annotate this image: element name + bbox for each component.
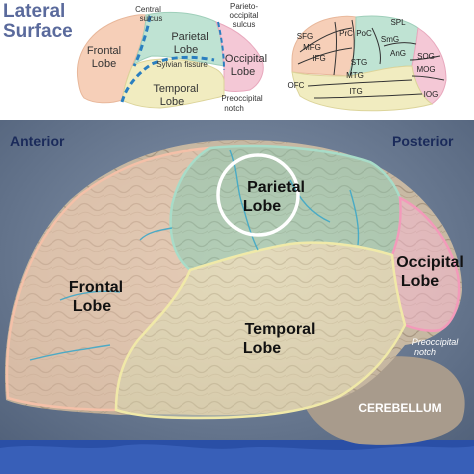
gyri-frontal-region xyxy=(291,15,357,77)
label-mog: MOG xyxy=(416,65,435,74)
label-mfg: MFG xyxy=(303,43,321,52)
label-posterior: Posterior xyxy=(392,133,454,149)
parietal-highlight-circle xyxy=(216,153,300,237)
photo-label-occipital-2: Lobe xyxy=(401,273,439,290)
lobe-diagram: Frontal Lobe Parietal Lobe Occipital Lob… xyxy=(76,2,267,113)
label-spl: SPL xyxy=(390,18,406,27)
label-parietal: Parietal xyxy=(171,31,208,43)
photo-label-cerebellum: CEREBELLUM xyxy=(358,401,441,415)
photo-label-temporal-2: Lobe xyxy=(243,340,281,357)
sylvian-fissure-line xyxy=(120,55,215,103)
parieto-occipital-sulcus-line xyxy=(217,21,225,71)
label-ofc: OFC xyxy=(288,81,305,90)
label-smg: SmG xyxy=(381,35,399,44)
label-anterior: Anterior xyxy=(10,133,65,149)
photo-label-parietal-2: Lobe xyxy=(243,198,281,215)
photo-label-occipital: Occipital xyxy=(396,254,464,271)
page-title: Lateral Surface xyxy=(3,2,73,42)
label-prc: PrC xyxy=(339,29,353,38)
label-temporal: Temporal xyxy=(153,83,198,95)
photo-label-parietal: Parietal xyxy=(247,179,305,196)
label-ang: AnG xyxy=(390,49,406,58)
label-mtg: MTG xyxy=(346,71,364,80)
temporal-lobe-overlay xyxy=(114,241,407,420)
photo-label-preoccipital-2: notch xyxy=(414,347,436,357)
sulci-lines xyxy=(29,149,360,361)
brain-photo: Anterior Posterior Frontal Lobe Parietal… xyxy=(0,120,474,474)
label-sog: SOG xyxy=(417,52,435,61)
label-frontal-2: Lobe xyxy=(92,58,116,70)
label-occipital: Occipital xyxy=(225,53,267,65)
gyri-diagram: SFG MFG IFG PrC PoC SPL SmG AnG SOG MOG … xyxy=(288,15,447,112)
parietal-region xyxy=(133,11,225,67)
label-temporal-2: Lobe xyxy=(160,96,184,108)
title-line-2: Surface xyxy=(3,21,73,42)
label-poc: PoC xyxy=(356,29,372,38)
central-sulcus-line xyxy=(132,15,152,67)
label-frontal: Frontal xyxy=(87,45,121,57)
title-line-1: Lateral xyxy=(3,1,66,22)
photo-label-preoccipital: Preoccipital xyxy=(412,337,460,347)
label-preoccipital-2: notch xyxy=(224,104,244,113)
label-occipital-2: Lobe xyxy=(231,66,255,78)
label-central-sulcus-2: sulcus xyxy=(140,14,163,23)
label-ifg: IFG xyxy=(312,54,325,63)
label-stg: STG xyxy=(351,58,367,67)
label-sylvian-fissure: Sylvian fissure xyxy=(156,60,208,69)
label-parieto-occipital-2: occipital xyxy=(230,11,259,20)
photo-label-frontal-2: Lobe xyxy=(73,298,111,315)
label-iog: IOG xyxy=(424,90,439,99)
label-itg: ITG xyxy=(349,87,362,96)
label-parieto-occipital-3: sulcus xyxy=(233,20,256,29)
label-sfg: SFG xyxy=(297,32,313,41)
label-parietal-2: Lobe xyxy=(174,44,198,56)
label-central-sulcus: Central xyxy=(135,5,161,14)
photo-label-temporal: Temporal xyxy=(245,321,316,338)
label-preoccipital: Preoccipital xyxy=(221,94,263,103)
label-parieto-occipital: Parieto- xyxy=(230,2,258,11)
photo-label-frontal: Frontal xyxy=(69,279,123,296)
